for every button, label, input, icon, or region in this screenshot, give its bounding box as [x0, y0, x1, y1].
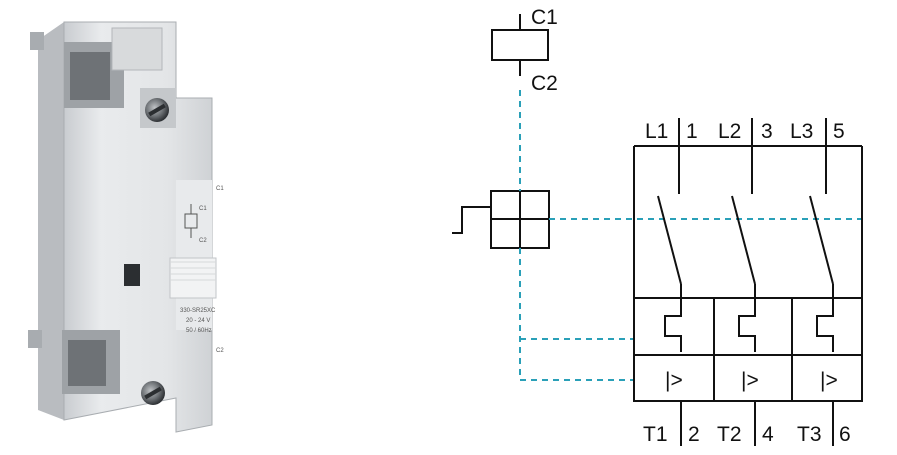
coil-label-c2: C2 [531, 72, 558, 95]
load-terminal-6: 6 [839, 423, 851, 446]
magnetic-block-3 [791, 354, 863, 402]
line-terminal-l1: L1 [645, 120, 668, 143]
line-terminal-5: 5 [833, 120, 845, 143]
bottom-screw-icon [141, 381, 165, 405]
photo-coil-bottom: C2 [199, 238, 207, 244]
photo-terminal-top: C1 [216, 186, 224, 192]
coil-symbol [491, 29, 549, 61]
test-button[interactable] [169, 257, 217, 299]
line-terminal-3: 3 [761, 120, 773, 143]
load-terminal-t3: T3 [797, 423, 822, 446]
schematic: C1 C2 [452, 6, 863, 446]
line-terminal-1: 1 [686, 120, 698, 143]
pole-2 [731, 118, 756, 446]
load-terminal-2: 2 [688, 423, 700, 446]
magnetic-symbol-3: |> [820, 369, 838, 392]
pole-3 [809, 118, 834, 446]
indicator-slot [124, 264, 140, 286]
load-terminal-t2: T2 [717, 423, 742, 446]
top-screw-icon [145, 98, 169, 122]
thermal-block-1 [633, 297, 715, 356]
load-terminal-4: 4 [762, 423, 774, 446]
photo-model: 330-SR25XC [180, 308, 216, 314]
load-terminal-t1: T1 [643, 423, 668, 446]
pole-1 [657, 118, 682, 446]
line-terminal-l3: L3 [790, 120, 813, 143]
photo-coil-top: C1 [199, 206, 207, 212]
line-terminal-l2: L2 [718, 120, 741, 143]
coil-marking-icon [184, 204, 198, 238]
thermal-block-3 [791, 297, 863, 356]
product-photo: C1 C1 C2 330-SR25XC 20 - 24 V 50 / 60Hz … [28, 21, 224, 433]
thermal-block-2 [713, 297, 793, 356]
photo-terminal-bottom: C2 [216, 348, 224, 354]
magnetic-symbol-1: |> [665, 369, 683, 392]
coil-label-c1: C1 [531, 6, 558, 29]
photo-frequency: 50 / 60Hz [186, 328, 212, 334]
photo-voltage: 20 - 24 V [186, 318, 210, 324]
magnetic-symbol-2: |> [741, 369, 759, 392]
trip-unit-symbol [452, 190, 550, 249]
